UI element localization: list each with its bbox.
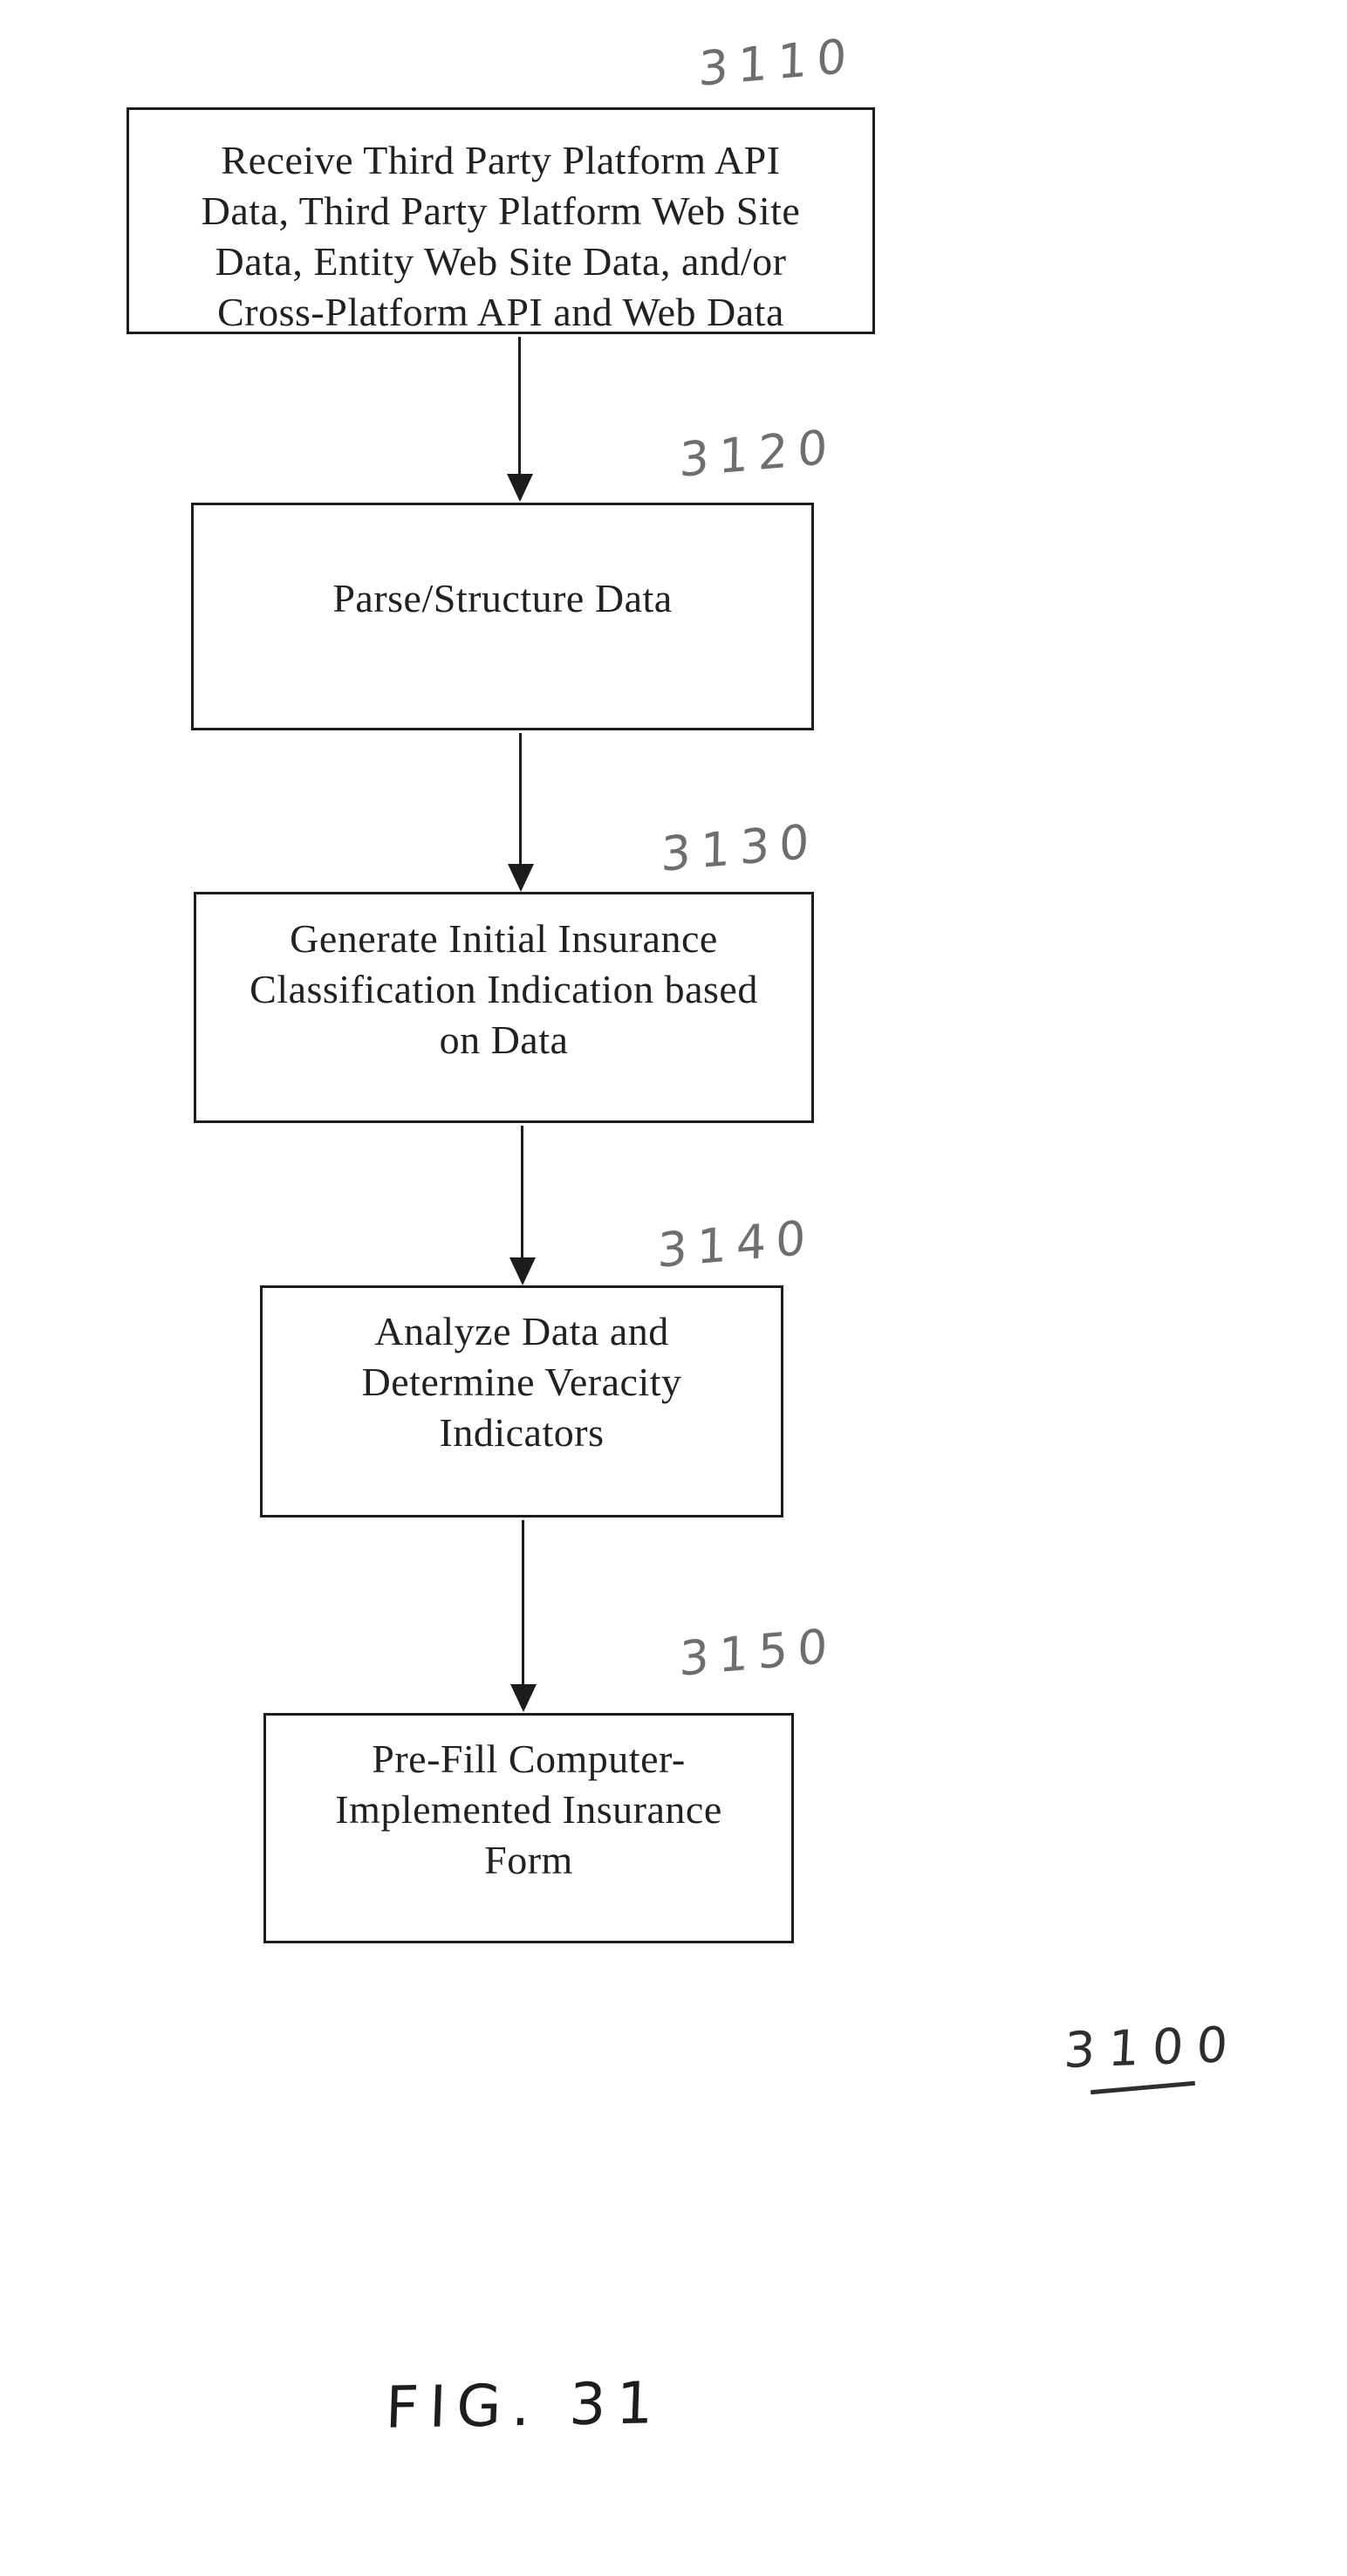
arrow-stem [518,337,521,476]
flow-box-generate-classification: Generate Initial Insurance Classificatio… [194,892,814,1123]
flow-box-parse-structure-text: Parse/Structure Data [332,576,673,620]
figure-caption: FIG. 31 [384,2369,665,2442]
diagram-reference-label-3100: 3100 [1063,2016,1242,2079]
flow-box-receive-data: Receive Third Party Platform API Data, T… [126,107,875,334]
arrow-3130-to-3140 [509,1126,536,1285]
arrow-3140-to-3150 [510,1520,537,1712]
step-reference-label-3150: 3150 [679,1617,838,1687]
flow-box-generate-classification-text: Generate Initial Insurance Classificatio… [250,916,758,1062]
step-reference-label-3120: 3120 [679,418,838,488]
flow-box-prefill-form: Pre-Fill Computer- Implemented Insurance… [263,1713,794,1943]
flow-box-analyze-veracity: Analyze Data and Determine Veracity Indi… [260,1285,783,1518]
flow-box-prefill-form-text: Pre-Fill Computer- Implemented Insurance… [335,1737,722,1882]
arrow-3110-to-3120 [507,337,533,502]
arrow-head-icon [510,1684,537,1712]
arrow-stem [519,733,522,866]
arrow-stem [521,1126,523,1259]
arrow-head-icon [507,474,533,502]
step-reference-label-3110: 3110 [698,27,857,98]
arrow-head-icon [508,864,534,892]
flow-box-analyze-veracity-text: Analyze Data and Determine Veracity Indi… [361,1309,682,1455]
arrow-3120-to-3130 [508,733,534,892]
step-reference-label-3140: 3140 [657,1209,816,1278]
flow-box-receive-data-text: Receive Third Party Platform API Data, T… [201,138,801,334]
arrow-stem [522,1520,524,1686]
step-reference-label-3130: 3130 [660,812,819,882]
flow-box-parse-structure: Parse/Structure Data [191,503,814,730]
arrow-head-icon [509,1257,536,1285]
diagram-reference-underline [1091,2080,1195,2095]
